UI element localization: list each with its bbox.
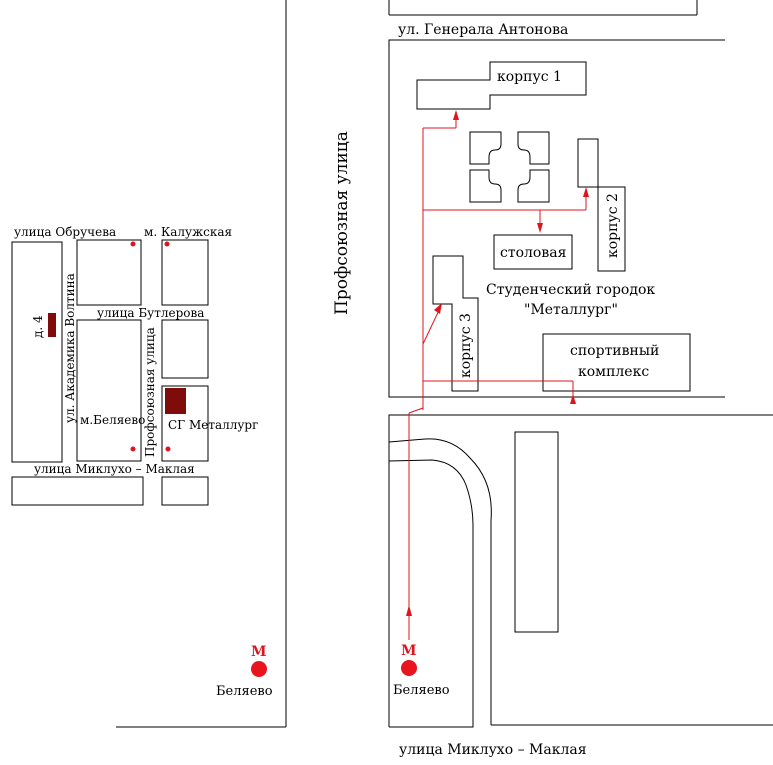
metro-letter-right: М <box>401 643 417 659</box>
route-arrow <box>583 187 589 197</box>
street-miklukho-maklaya-label: улица Миклухо – Маклая <box>399 742 587 758</box>
campus-boundary <box>388 39 725 398</box>
street-edge <box>388 414 773 727</box>
sg-metallurg-label: СГ Металлург <box>168 418 258 432</box>
walking-route <box>406 110 589 640</box>
metro-icon <box>401 660 417 676</box>
overview-map: улица Обручева м. Калужская улица Бутлер… <box>11 0 287 728</box>
point-marker <box>130 241 136 247</box>
building <box>514 431 559 633</box>
block <box>76 239 142 306</box>
metro-letter-left: М <box>251 644 267 660</box>
block <box>11 476 144 506</box>
route-arrow <box>406 605 412 616</box>
street-obrucheva-label: улица Обручева <box>14 225 116 239</box>
street-profsoyuznaya-label: Профсоюзная улица <box>332 131 352 315</box>
stolovaya-building <box>493 234 573 270</box>
korpus-2-building <box>577 138 626 272</box>
curved-road-edge <box>388 459 474 728</box>
sport-complex-label-line2: комплекс <box>578 364 649 380</box>
house-4-label: д. 4 <box>31 315 45 338</box>
street-generala-antonova-label: ул. Генерала Антонова <box>398 22 568 38</box>
route-arrow <box>570 394 576 404</box>
block <box>161 476 209 506</box>
block <box>161 319 209 379</box>
campus-name-line1: Студенческий городок <box>486 282 655 298</box>
block <box>76 319 142 462</box>
point-marker <box>130 446 136 452</box>
curved-road-edge <box>388 438 492 725</box>
campus-name-line2: "Металлург" <box>524 302 618 318</box>
metro-kaluzhskaya-label: м. Калужская <box>144 225 232 239</box>
point-marker <box>165 446 171 452</box>
korpus-1-label: корпус 1 <box>497 69 562 85</box>
detail-map: ул. Генерала Антонова Профсоюзная улица … <box>332 0 773 758</box>
block-academic <box>11 241 63 463</box>
house-4-marker <box>48 313 56 337</box>
metro-belyaevo-small-label: м.Беляево <box>80 413 145 427</box>
stolovaya-label: столовая <box>500 245 567 261</box>
metro-station-left-label: Беляево <box>216 684 273 699</box>
route-arrow <box>537 223 543 233</box>
korpus-2-label: корпус 2 <box>605 193 621 258</box>
korpus-3-building <box>432 255 479 392</box>
metro-icon <box>251 661 267 677</box>
route-arrow <box>453 110 459 120</box>
korpus-1-building <box>416 61 587 110</box>
street-butlerova-label: улица Бутлерова <box>97 306 204 320</box>
sport-complex-label-line1: спортивный <box>570 343 659 359</box>
block <box>161 239 209 306</box>
metro-station-right-label: Беляево <box>393 683 450 698</box>
street-miklukho-small-label: улица Миклухо – Маклая <box>34 462 195 476</box>
korpus-3-label: корпус 3 <box>458 313 474 378</box>
street-profsoyuznaya-small-label: Профсоюзная улица <box>143 327 157 457</box>
street-voltina-label: ул. Академика Волтина <box>63 273 77 423</box>
courtyard <box>469 131 550 203</box>
route-arrow <box>434 303 442 314</box>
point-marker <box>164 241 170 247</box>
sg-metallurg-marker <box>165 388 186 414</box>
